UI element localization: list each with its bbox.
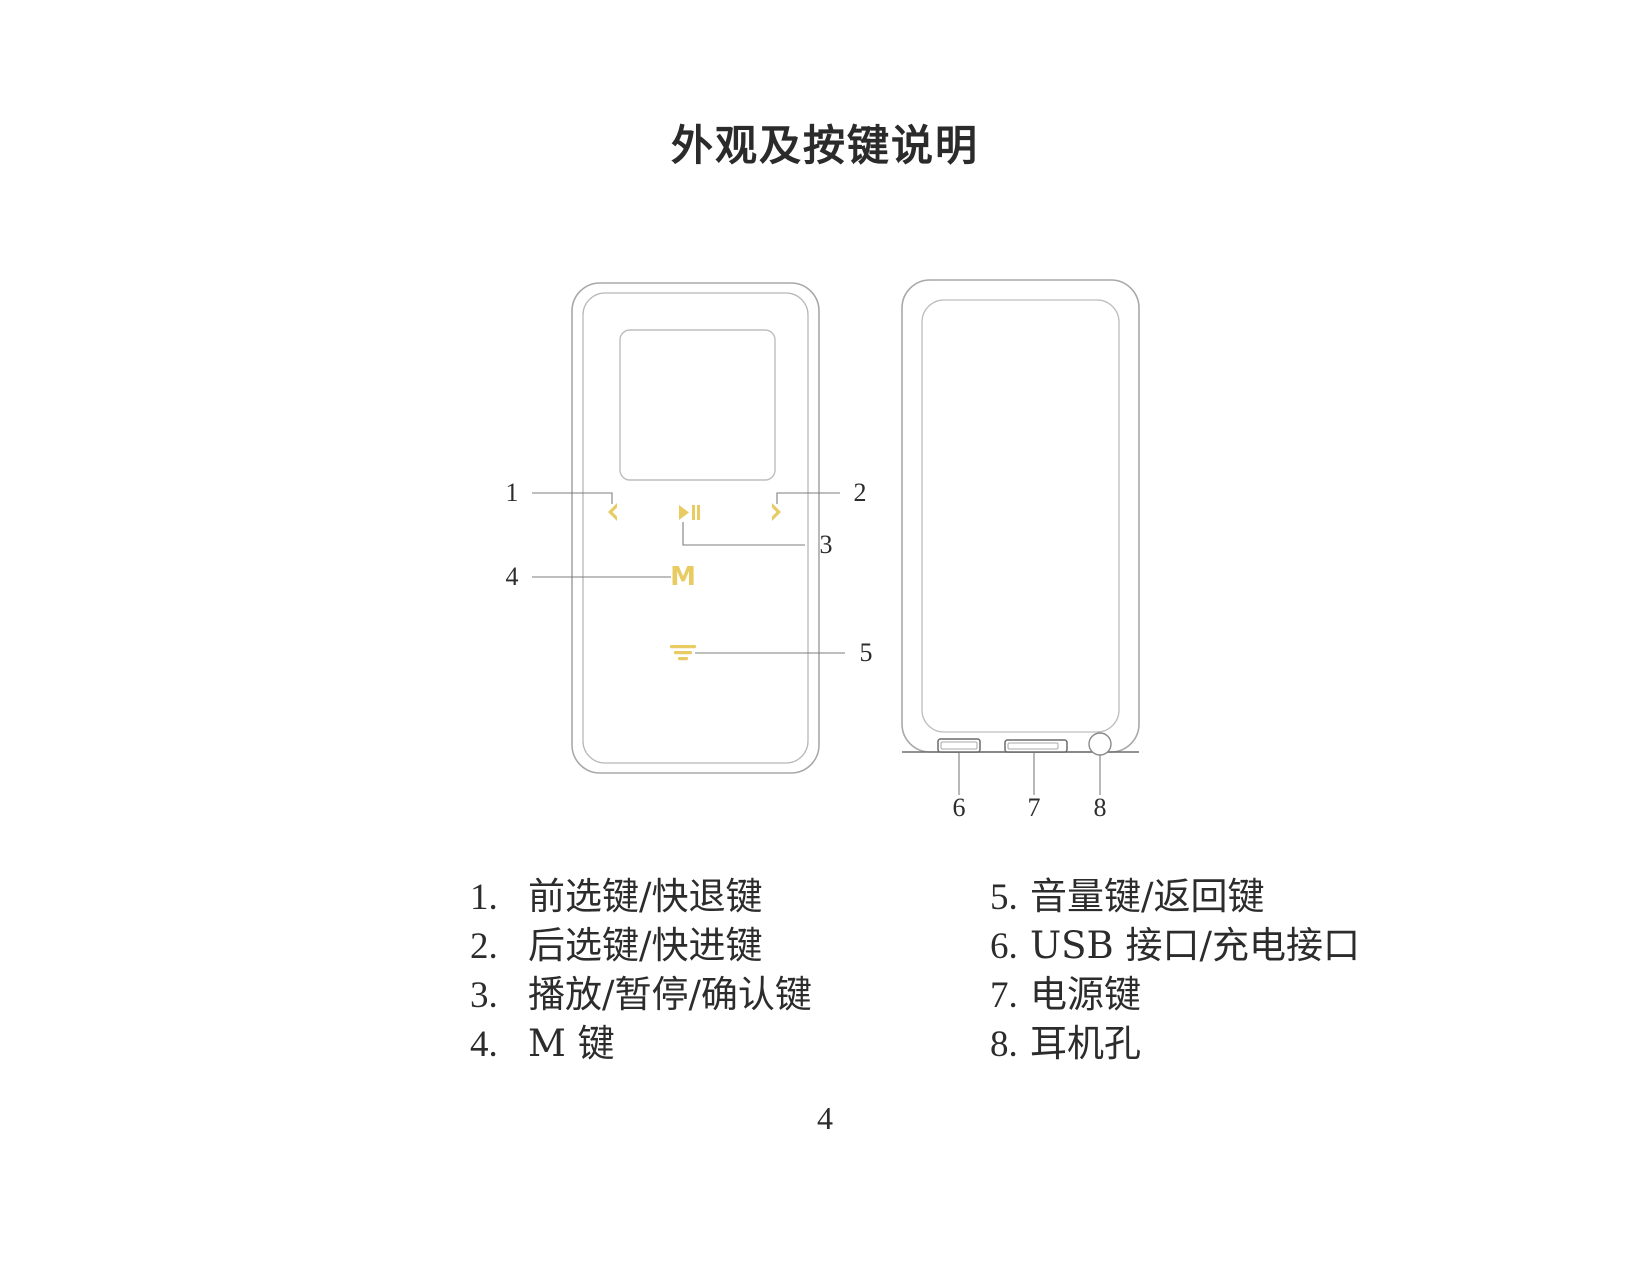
- volume-back-icon[interactable]: [670, 645, 696, 661]
- legend-number: 1.: [470, 877, 498, 918]
- legend-number: 6.: [990, 926, 1018, 967]
- callout-2: 2: [776, 478, 867, 507]
- button-legend: 1. 前选键/快退键 2. 后选键/快进键 3. 播放/暂停/确认键 4. M …: [0, 872, 1650, 1072]
- legend-right-column: 5. 音量键/返回键 6. USB 接口/充电接口 7. 电源键 8. 耳机孔: [990, 872, 1360, 1068]
- next-track-icon[interactable]: [772, 503, 781, 521]
- legend-item: 2. 后选键/快进键: [470, 921, 812, 970]
- callout-6: 6: [953, 753, 966, 822]
- callout-2-label: 2: [854, 478, 867, 507]
- back-device: 6 7 8: [901, 279, 1140, 822]
- device-diagram: M 1 2 3: [0, 260, 1650, 860]
- power-key-icon: [1004, 739, 1068, 753]
- callout-8-label: 8: [1094, 793, 1107, 822]
- legend-label: 音量键/返回键: [1030, 875, 1265, 918]
- play-pause-icon[interactable]: [679, 505, 700, 520]
- callout-5-label: 5: [860, 638, 873, 667]
- legend-item: 3. 播放/暂停/确认键: [470, 970, 812, 1019]
- front-device-outer-shell: [571, 282, 820, 774]
- usb-port-icon: [937, 738, 981, 753]
- legend-label: 耳机孔: [1030, 1022, 1141, 1065]
- callout-3-label: 3: [820, 530, 833, 559]
- legend-label: M 键: [528, 1022, 615, 1065]
- legend-item: 7. 电源键: [990, 970, 1360, 1019]
- legend-number: 4.: [470, 1024, 498, 1065]
- callout-8: 8: [1094, 755, 1107, 822]
- legend-number: 2.: [470, 926, 498, 967]
- svg-text:M: M: [670, 562, 696, 592]
- legend-item: 8. 耳机孔: [990, 1019, 1360, 1068]
- callout-4: 4: [506, 562, 671, 591]
- device-diagram-svg: M 1 2 3: [506, 279, 1140, 822]
- legend-label: USB 接口/充电接口: [1030, 924, 1360, 967]
- back-device-outer-shell: [901, 279, 1140, 753]
- callout-4-label: 4: [506, 562, 519, 591]
- legend-item: 5. 音量键/返回键: [990, 872, 1360, 921]
- page-number: 4: [817, 1100, 833, 1136]
- callout-7: 7: [1028, 753, 1041, 822]
- callout-3: 3: [682, 522, 833, 559]
- legend-item: 6. USB 接口/充电接口: [990, 921, 1360, 970]
- legend-number: 8.: [990, 1024, 1018, 1065]
- callout-1: 1: [506, 478, 613, 507]
- legend-label: 电源键: [1030, 973, 1141, 1016]
- previous-track-icon[interactable]: [608, 503, 617, 521]
- front-device-screen: [619, 329, 776, 481]
- back-device-inner-plate: [921, 299, 1120, 733]
- legend-number: 3.: [470, 975, 498, 1016]
- legend-left-column: 1. 前选键/快退键 2. 后选键/快进键 3. 播放/暂停/确认键 4. M …: [470, 872, 812, 1068]
- legend-item: 4. M 键: [470, 1019, 812, 1068]
- page-title: 外观及按键说明: [670, 121, 979, 170]
- callout-1-label: 1: [506, 478, 519, 507]
- legend-item: 1. 前选键/快退键: [470, 872, 812, 921]
- callout-7-label: 7: [1028, 793, 1041, 822]
- earphone-jack-icon: [1088, 732, 1112, 756]
- legend-number: 7.: [990, 975, 1018, 1016]
- legend-number: 5.: [990, 877, 1018, 918]
- callout-6-label: 6: [953, 793, 966, 822]
- m-key-icon[interactable]: M: [670, 562, 696, 592]
- legend-label: 后选键/快进键: [528, 924, 763, 967]
- legend-label: 前选键/快退键: [528, 875, 763, 918]
- callout-5: 5: [695, 638, 873, 667]
- front-device: M 1 2 3: [506, 282, 873, 774]
- front-device-inner-shell: [582, 292, 809, 764]
- legend-label: 播放/暂停/确认键: [528, 973, 812, 1016]
